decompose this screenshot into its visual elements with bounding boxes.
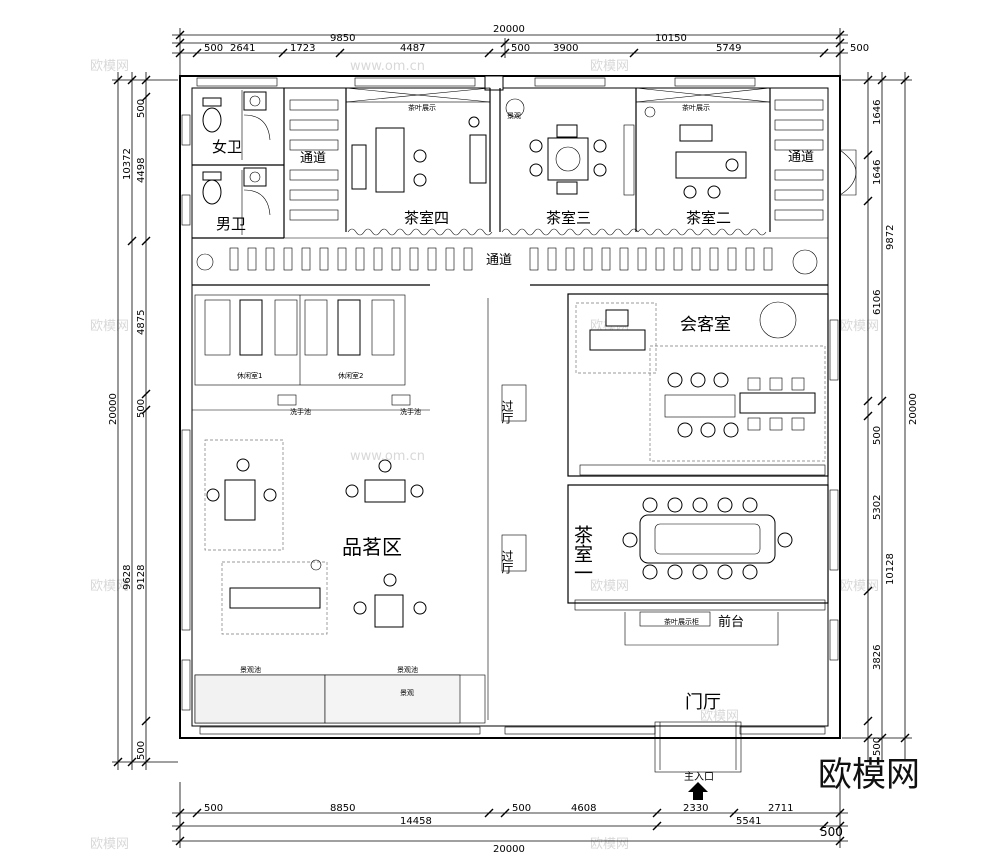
- dim-top: 9850: [330, 33, 355, 44]
- dim-top: 500: [204, 43, 223, 54]
- dim-left: 500: [136, 99, 147, 118]
- dim-top: 10150: [655, 33, 687, 44]
- watermark: 欧模网: [590, 579, 629, 594]
- watermark: 欧模网: [90, 319, 129, 334]
- room-lobby: 门厅: [685, 692, 721, 713]
- room-corridor-right: 通道: [788, 150, 814, 165]
- room-corridor-left: 通道: [300, 151, 326, 166]
- main-entrance-label: 主入口: [684, 771, 714, 783]
- dim-left: 10372: [122, 148, 133, 180]
- dim-bottom: 2330: [683, 803, 708, 814]
- dim-left: 4498: [136, 158, 147, 183]
- watermark: 欧模网: [590, 59, 629, 74]
- dim-top: 500: [850, 43, 869, 54]
- room-womens-wc: 女卫: [212, 138, 242, 156]
- dim-bottom: 2711: [768, 803, 793, 814]
- watermark: 欧模网: [700, 709, 739, 724]
- dim-bottom: 500: [204, 803, 223, 814]
- label-display: 茶叶展示: [408, 103, 436, 112]
- dim-bottom: 4608: [571, 803, 596, 814]
- label-display: 茶叶展示: [682, 103, 710, 112]
- room-passage-1: 过厅: [500, 400, 514, 424]
- dim-left: 20000: [108, 393, 119, 425]
- room-tea-room-1: 茶室一: [571, 525, 593, 582]
- dim-left: 9628: [122, 565, 133, 590]
- label-front-display: 茶叶展示柜: [664, 617, 699, 626]
- dim-left: 9128: [136, 565, 147, 590]
- dim-right: 20000: [908, 393, 919, 425]
- room-tea-room-4: 茶室四: [404, 209, 449, 227]
- dim-top: 5749: [716, 43, 741, 54]
- dim-left: 500: [136, 399, 147, 418]
- dim-bottom: 5541: [736, 816, 761, 827]
- dim-top: 500: [511, 43, 530, 54]
- dim-right: 3826: [872, 645, 883, 670]
- label-rest-room-1: 休闲室1: [237, 371, 262, 380]
- dim-right: 1646: [872, 160, 883, 185]
- dim-right: 9872: [885, 225, 896, 250]
- watermark: www.om.cn: [350, 449, 425, 464]
- dim-top: 4487: [400, 43, 425, 54]
- label-pond: 景观: [400, 689, 414, 697]
- dim-bottom: 500: [820, 825, 843, 839]
- walls: [179, 75, 857, 800]
- corridor-slats-right: [774, 99, 824, 221]
- dim-bottom: 8850: [330, 803, 355, 814]
- watermark: 欧模网: [590, 837, 629, 852]
- dim-right: 10128: [885, 553, 896, 585]
- passage-1-frame: [501, 384, 527, 422]
- passage-2-frame: [501, 534, 527, 572]
- dim-right: 6106: [872, 290, 883, 315]
- dimension-lines: [112, 28, 912, 848]
- dim-top: 1723: [290, 43, 315, 54]
- watermark: www.om.cn: [350, 59, 425, 74]
- label-pond: 景观池: [240, 665, 261, 674]
- brand-logo: 欧模网: [818, 755, 920, 795]
- room-tasting-area: 品茗区: [342, 535, 402, 559]
- dim-left: 500: [136, 741, 147, 760]
- room-mens-wc: 男卫: [216, 215, 246, 233]
- dim-bottom: 14458: [400, 816, 432, 827]
- dim-bottom-total: 20000: [493, 844, 525, 855]
- label-landscape: 景观: [507, 112, 521, 120]
- dim-right: 5302: [872, 495, 883, 520]
- label-pond: 景观池: [397, 665, 418, 674]
- dim-right: 500: [872, 737, 883, 756]
- label-wash: 洗手池: [400, 407, 421, 416]
- room-tea-room-2: 茶室二: [686, 209, 731, 227]
- watermark: 欧模网: [90, 59, 129, 74]
- label-rest-room-2: 休闲室2: [338, 371, 363, 380]
- dim-top: 2641: [230, 43, 255, 54]
- room-reception: 会客室: [680, 315, 731, 335]
- corridor-slats-main: [229, 247, 773, 271]
- watermark: 欧模网: [840, 579, 879, 594]
- watermark: 欧模网: [90, 837, 129, 852]
- dim-left: 4875: [136, 310, 147, 335]
- dim-top-total: 20000: [493, 24, 525, 35]
- room-front-desk: 前台: [718, 614, 744, 630]
- label-wash: 洗手池: [290, 407, 311, 416]
- room-tea-room-3: 茶室三: [546, 209, 591, 227]
- room-corridor-main: 通道: [486, 253, 512, 268]
- dim-right: 500: [872, 426, 883, 445]
- dim-top: 3900: [553, 43, 578, 54]
- watermark: 欧模网: [90, 579, 129, 594]
- dim-bottom: 500: [512, 803, 531, 814]
- watermark: 欧模网: [840, 319, 879, 334]
- room-passage-2: 过厅: [500, 550, 514, 574]
- dim-right: 1646: [872, 100, 883, 125]
- watermark-layer: 欧模网 www.om.cn 欧模网 欧模网 欧模网 欧模网 欧模网 欧模网 欧模…: [90, 59, 879, 852]
- corridor-slats-left: [289, 99, 339, 221]
